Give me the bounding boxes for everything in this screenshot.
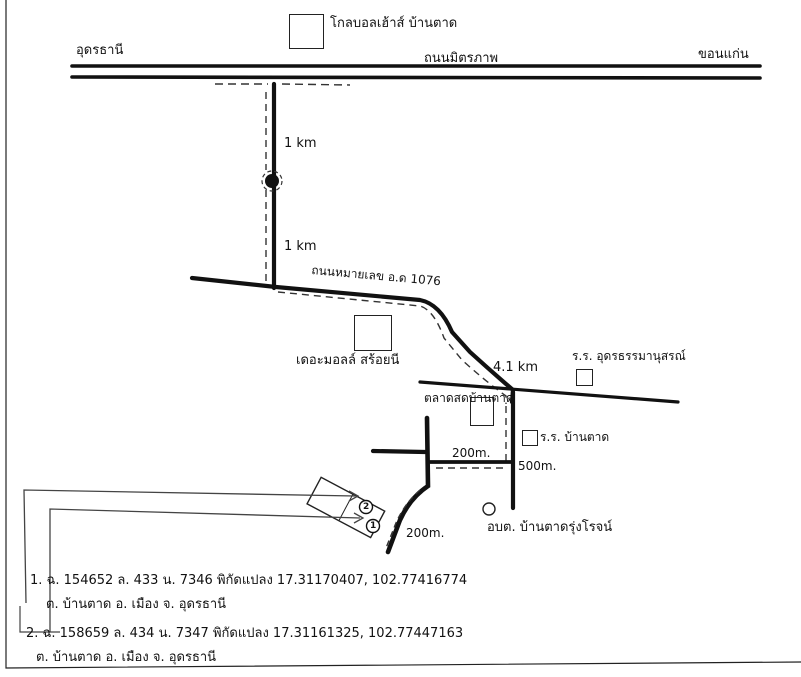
t-road-horizontal <box>370 448 428 455</box>
cross-road <box>418 380 680 404</box>
plot-marker-1-circle <box>365 518 381 534</box>
market-label: ตลาดสดบ้านตาด <box>424 391 514 405</box>
dist-500-label: 500m. <box>518 459 557 473</box>
highway-line-bottom <box>70 75 762 80</box>
notes-bracket <box>19 606 60 633</box>
market-box <box>470 397 494 426</box>
dist-second-label: 1 km <box>284 239 317 254</box>
waypoint-dot-ring <box>261 170 283 192</box>
plot-marker-1: 1 <box>370 521 377 531</box>
school-top-box <box>576 369 593 386</box>
arrow-line-lower <box>49 508 361 632</box>
mall-box <box>354 315 392 351</box>
top-building-box <box>289 14 324 49</box>
arrow-line-upper <box>23 489 356 604</box>
mall-label: เดอะมอลล์ สร้อยนี <box>296 353 400 368</box>
tambon-office-marker <box>482 502 496 516</box>
dist-200-lower-label: 200m. <box>406 526 445 540</box>
waypoint-dot <box>265 174 279 188</box>
dist-200-upper-label: 200m. <box>452 446 491 460</box>
dist-first-label: 1 km <box>284 136 317 151</box>
t-road-dashed <box>385 489 421 549</box>
highway-right-city-label: ขอนแก่น <box>698 47 749 62</box>
school-bottom-label: ร.ร. บ้านตาด <box>540 430 610 444</box>
plot1-line2: ต. บ้านตาด อ. เมือง จ. อุดรธานี <box>46 597 227 612</box>
arrow-head-lower <box>353 512 365 524</box>
arrow-head-upper <box>348 490 360 502</box>
highway-name-label: ถนนมิตรภาพ <box>424 51 499 66</box>
highway-dashed-stub <box>215 83 351 86</box>
plot2-line2: ต. บ้านตาด อ. เมือง จ. อุดรธานี <box>36 650 217 665</box>
highway-left-city-label: อุดรธานี <box>76 43 124 58</box>
page-border <box>5 0 801 669</box>
plot1-line1: 1. ฉ. 154652 ล. 433 น. 7346 พิกัดแปลง 17… <box>30 573 468 588</box>
plot-marker-2: 2 <box>363 502 370 512</box>
t-road-vertical <box>385 415 431 555</box>
rural-road <box>189 275 516 405</box>
top-building-label: โกลบอลเฮ้าส์ บ้านตาด <box>330 16 458 31</box>
dist-junction-label: 4.1 km <box>493 360 538 375</box>
tambon-office-label: อบต. บ้านตาดรุ่งโรจน์ <box>487 520 613 535</box>
school-top-label: ร.ร. อุดรธรรมานุสรณ์ <box>572 349 686 363</box>
plot-marker-2-circle <box>358 499 374 515</box>
school-bottom-box <box>522 430 538 446</box>
plot2-line1: 2. ฉ. 158659 ล. 434 น. 7347 พิกัดแปลง 17… <box>26 626 464 641</box>
